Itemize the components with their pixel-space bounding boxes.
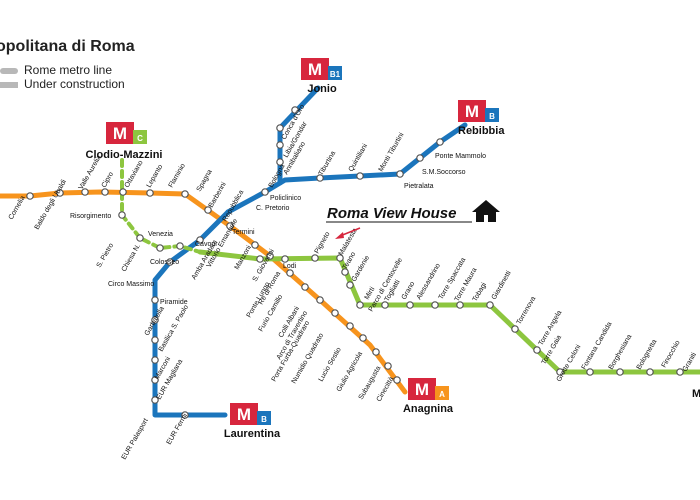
- line-b-north-track: [225, 122, 468, 215]
- station-label: Termini: [232, 229, 255, 236]
- station-label: Grano: [401, 281, 417, 301]
- line-b-south-track: [152, 209, 231, 418]
- station-label: Venezia: [148, 231, 173, 238]
- svg-text:M: M: [692, 388, 700, 400]
- station-label: Grotte Celoni: [556, 343, 583, 383]
- terminus-b-south: M B Laurentina: [224, 403, 281, 440]
- terminus-a: M A Anagnina: [403, 378, 454, 415]
- station-label: Lodi: [283, 263, 297, 270]
- station-label: Spagna: [196, 169, 214, 193]
- svg-text:Clodio-Mazzini: Clodio-Mazzini: [86, 149, 163, 161]
- station-label: Quintiliani: [348, 142, 370, 173]
- legend-swatch-dashed: [0, 81, 18, 88]
- station-label: Cavour: [195, 241, 218, 248]
- station-label: Borghesiana: [608, 333, 634, 371]
- station-label: Lucio Sestio: [318, 346, 343, 383]
- svg-text:Jonio: Jonio: [307, 83, 337, 95]
- map-title: opolitana di Roma: [0, 38, 135, 55]
- station-label: Colosseo: [150, 259, 179, 266]
- station-label: Lepanto: [146, 163, 165, 189]
- station-label: C. Pretorio: [256, 205, 290, 212]
- station-label: Tobagi: [472, 281, 489, 303]
- svg-text:M: M: [465, 102, 479, 121]
- svg-text:Rebibbia: Rebibbia: [458, 125, 505, 137]
- station-label: Ponte Mammolo: [435, 153, 486, 160]
- station-label: S.M.Soccorso: [422, 169, 466, 176]
- station-label: Torrenova: [516, 295, 538, 326]
- station-label: Cipro: [101, 171, 115, 189]
- station-label: Cornelia: [8, 195, 27, 221]
- svg-text:Anagnina: Anagnina: [403, 403, 454, 415]
- station-dots: [26, 106, 684, 419]
- legend-swatch-solid: [0, 67, 18, 74]
- station-label: Giardinetti: [491, 269, 513, 301]
- station-label: Flaminio: [168, 162, 187, 189]
- terminus-right: M: [692, 388, 700, 400]
- terminus-b1: M B1 Jonio: [301, 58, 342, 95]
- house-icon: [472, 200, 500, 222]
- station-label: Giulio Agricola: [336, 351, 364, 393]
- svg-text:Roma View House: Roma View House: [327, 205, 456, 222]
- station-label: EUR Palasport: [121, 417, 150, 461]
- station-label: S. Pietro: [96, 242, 116, 269]
- svg-text:C: C: [137, 134, 143, 143]
- terminus-c: M C Clodio-Mazzini: [86, 122, 163, 161]
- station-label: Tiburtina: [318, 150, 338, 177]
- station-label: Baldo degli Ubaldi: [34, 178, 68, 231]
- legend-item-under-construction: Under construction: [0, 77, 125, 91]
- svg-text:M: M: [415, 380, 429, 399]
- station-label: Fontana Candida: [581, 321, 614, 371]
- svg-text:B1: B1: [330, 70, 341, 79]
- station-label: Pigneto: [314, 231, 332, 255]
- station-label: Risorgimento: [70, 213, 111, 220]
- station-label: Cinecittà: [376, 376, 396, 403]
- svg-text:Laurentina: Laurentina: [224, 428, 281, 440]
- svg-text:M: M: [113, 124, 127, 143]
- station-label: Policlinico: [270, 195, 301, 202]
- svg-text:A: A: [439, 390, 445, 399]
- svg-text:M: M: [308, 60, 322, 79]
- svg-text:M: M: [237, 405, 251, 424]
- station-label: Ottaviano: [124, 159, 145, 189]
- station-label: Chiesa N.: [121, 243, 142, 273]
- svg-text:B: B: [261, 415, 267, 424]
- station-label: Circo Massimo: [108, 281, 154, 288]
- station-label: Finocchio: [661, 339, 682, 369]
- station-label: Malatesta: [338, 227, 359, 257]
- terminus-b-north: M B Rebibbia: [458, 100, 505, 137]
- landmark-roma-view-house: Roma View House: [326, 200, 500, 239]
- station-label: Piramide: [160, 299, 188, 306]
- station-label: Pietralata: [404, 183, 434, 190]
- station-label: Barberini: [208, 181, 228, 209]
- arrow-icon: [335, 227, 361, 239]
- svg-text:B: B: [489, 112, 495, 121]
- station-label: Bolognetta: [636, 338, 659, 371]
- station-label: Monti Tiburtini: [378, 131, 406, 173]
- legend-item-rome-metro-line: Rome metro line: [0, 63, 112, 77]
